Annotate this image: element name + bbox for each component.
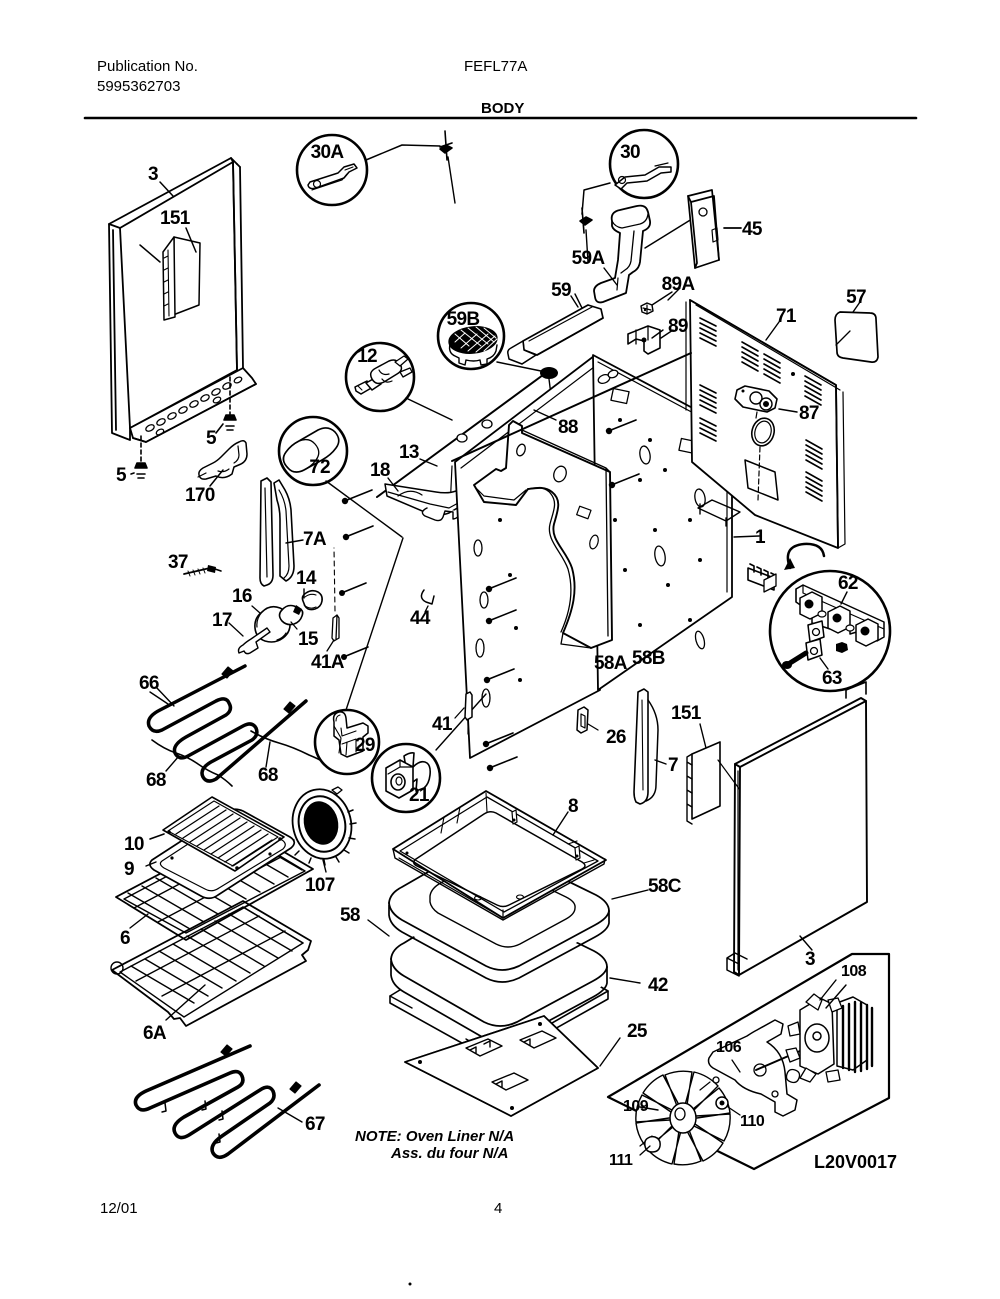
svg-text:58A: 58A [594,653,628,674]
svg-text:L20V0017: L20V0017 [814,1152,897,1172]
svg-text:6A: 6A [143,1023,167,1044]
svg-text:4: 4 [494,1200,502,1217]
svg-text:7A: 7A [303,529,327,550]
svg-text:62: 62 [838,573,858,594]
svg-text:14: 14 [296,568,317,589]
svg-text:66: 66 [139,673,159,694]
svg-text:NOTE: Oven Liner N/A: NOTE: Oven Liner N/A [355,1128,514,1145]
svg-text:63: 63 [822,668,842,689]
svg-text:BODY: BODY [481,100,524,117]
svg-text:FEFL77A: FEFL77A [464,58,527,75]
svg-text:58: 58 [340,905,360,926]
svg-text:106: 106 [716,1039,742,1056]
svg-text:110: 110 [740,1113,765,1130]
svg-text:16: 16 [232,586,252,607]
svg-text:5: 5 [116,465,127,486]
svg-text:Publication No.: Publication No. [97,58,198,75]
svg-text:151: 151 [671,703,702,724]
svg-text:42: 42 [648,975,668,996]
svg-text:9: 9 [124,859,134,880]
svg-text:21: 21 [409,785,430,806]
svg-text:41: 41 [432,714,453,735]
svg-text:26: 26 [606,727,626,748]
svg-text:30A: 30A [311,142,345,163]
svg-text:6: 6 [120,928,130,949]
svg-text:Ass. du four N/A: Ass. du four N/A [390,1145,509,1162]
svg-text:88: 88 [558,417,578,438]
svg-text:59B: 59B [447,309,480,330]
svg-text:71: 71 [776,306,797,327]
svg-text:58B: 58B [632,648,665,669]
svg-text:45: 45 [742,219,763,240]
svg-text:29: 29 [355,735,375,756]
svg-text:67: 67 [305,1114,325,1135]
svg-text:59: 59 [551,280,571,301]
svg-text:72: 72 [309,457,330,478]
svg-text:25: 25 [627,1021,648,1042]
svg-text:68: 68 [258,765,278,786]
svg-text:13: 13 [399,442,419,463]
svg-text:111: 111 [609,1152,633,1169]
svg-text:59A: 59A [572,248,606,269]
svg-text:1: 1 [755,527,766,548]
svg-text:17: 17 [212,610,232,631]
svg-text:58C: 58C [648,876,682,897]
svg-text:3: 3 [805,949,815,970]
svg-text:108: 108 [841,963,867,980]
svg-text:170: 170 [185,485,215,506]
svg-text:5995362703: 5995362703 [97,78,180,95]
svg-text:37: 37 [168,552,188,573]
svg-text:87: 87 [799,403,819,424]
svg-text:41A: 41A [311,652,345,673]
svg-text:10: 10 [124,834,144,855]
svg-text:5: 5 [206,428,217,449]
svg-text:68: 68 [146,770,166,791]
svg-text:12/01: 12/01 [100,1200,138,1217]
svg-text:44: 44 [410,608,431,629]
svg-text:18: 18 [370,460,390,481]
svg-text:89: 89 [668,316,688,337]
svg-text:57: 57 [846,287,866,308]
svg-text:89A: 89A [662,274,696,295]
svg-text:15: 15 [298,629,319,650]
svg-text:107: 107 [305,875,335,896]
svg-text:8: 8 [568,796,578,817]
svg-text:30: 30 [620,142,640,163]
svg-text:151: 151 [160,208,191,229]
svg-text:3: 3 [148,164,158,185]
svg-text:109: 109 [623,1098,649,1115]
svg-text:7: 7 [668,755,678,776]
svg-text:12: 12 [357,346,377,367]
